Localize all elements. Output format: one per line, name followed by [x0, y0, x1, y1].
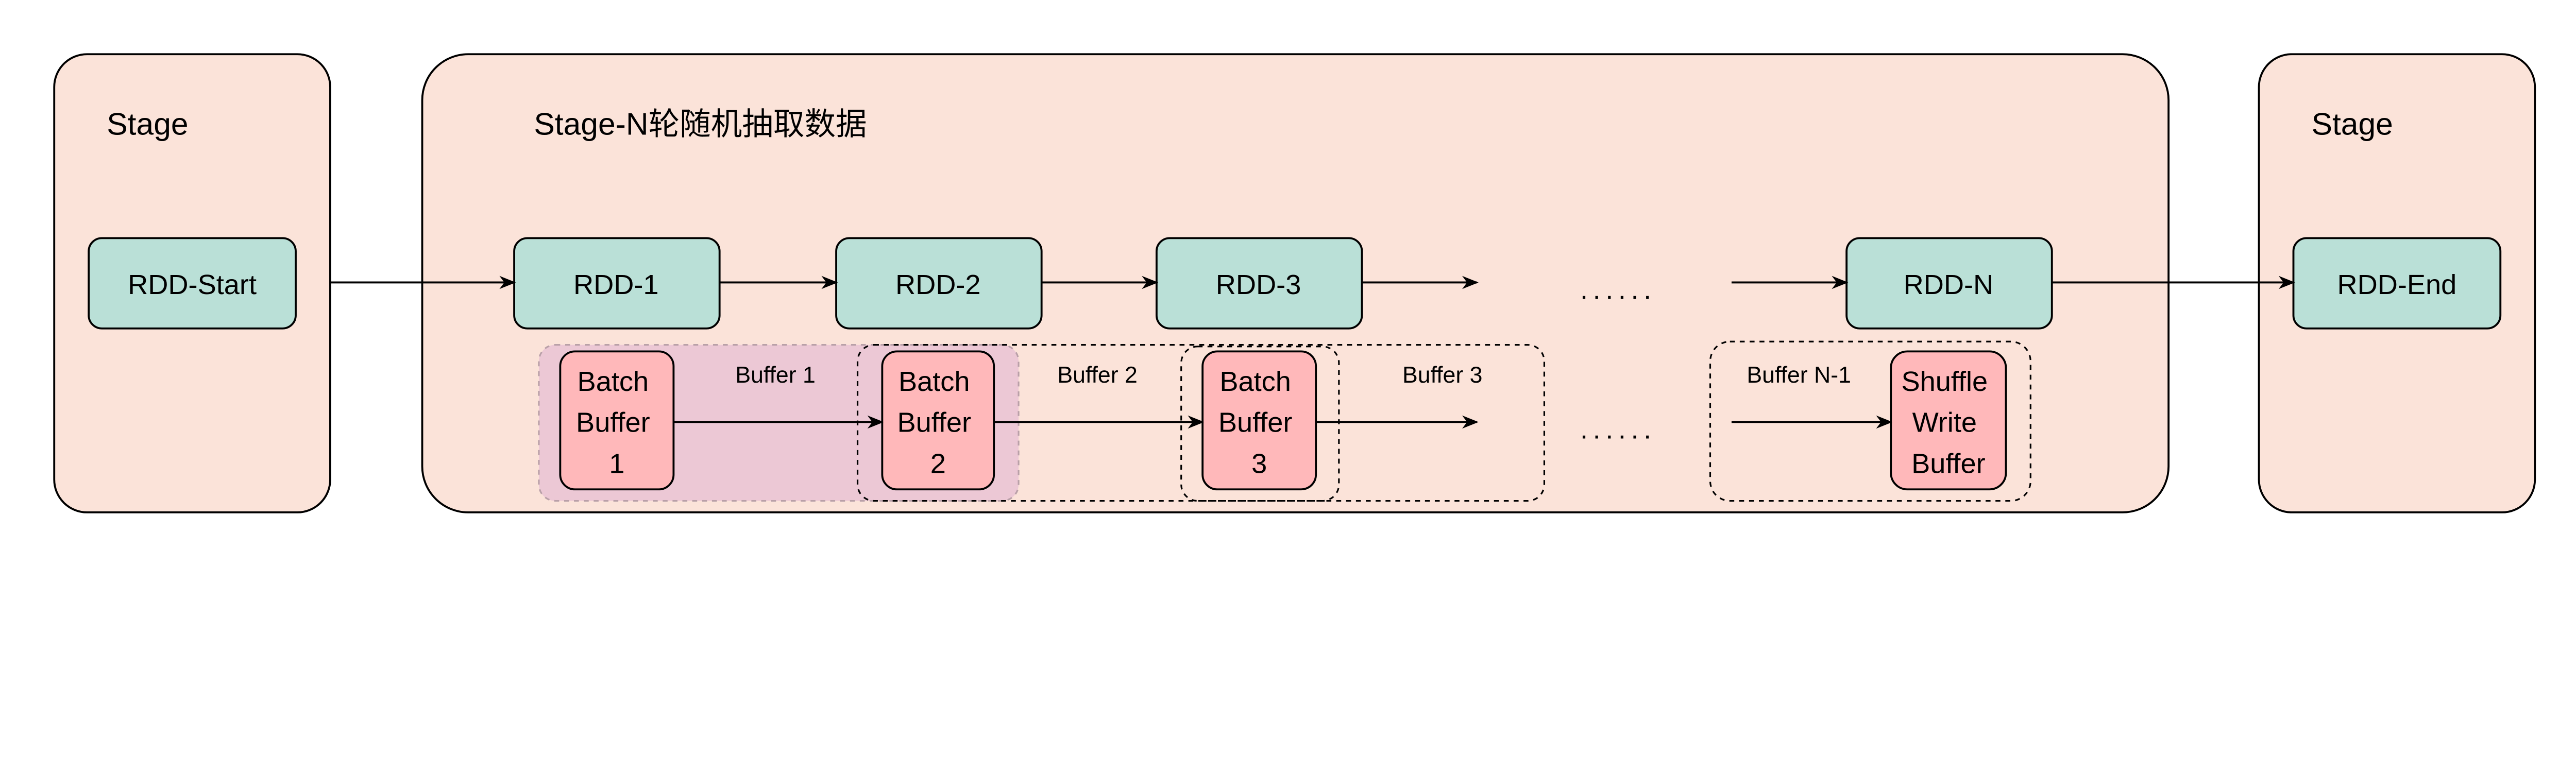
rdd-n-label: RDD-N [1904, 269, 1994, 300]
buffer-n1-label: Buffer N-1 [1747, 363, 1851, 388]
svg-text:Batch Buffer 2: Batch Buffer 2 [897, 366, 979, 479]
batch-2-line1: Batch [899, 366, 970, 397]
batch-buffer-3: Batch Buffer 3 [1201, 350, 1317, 491]
stage-left-label: Stage [107, 106, 188, 141]
batch-1-line1: Batch [578, 366, 649, 397]
bottom-ellipsis: ...... [1580, 414, 1656, 444]
batch-3-line3: 3 [1251, 448, 1267, 479]
batch-2-line3: 2 [930, 448, 946, 479]
buffer-1-label: Buffer 1 [735, 363, 815, 388]
stage-right-label: Stage [2312, 106, 2393, 141]
batch-1-line3: 1 [609, 448, 624, 479]
buffer-3-inner-region [1180, 346, 1340, 502]
buffer-n1-region [1709, 340, 2031, 502]
rdd-2-node: RDD-2 [835, 237, 1043, 330]
top-ellipsis: ...... [1580, 274, 1656, 305]
svg-text:Batch Buffer 3: Batch Buffer 3 [1218, 366, 1300, 479]
svg-text:Shuffle Write Buff: Shuffle Write Buffer [1901, 366, 1995, 479]
rdd-n-node: RDD-N [1845, 237, 2053, 330]
stage-middle-label: Stage-N轮随机抽取数据 [534, 106, 867, 141]
rdd-start-label: RDD-Start [128, 269, 257, 300]
batch-buffer-2: Batch Buffer 2 [881, 350, 995, 491]
batch-2-line2: Buffer [897, 407, 971, 438]
rdd-end-label: RDD-End [2337, 269, 2456, 300]
batch-buffer-1: Batch Buffer 1 [559, 350, 675, 491]
batch-1-line2: Buffer [576, 407, 650, 438]
shuffle-write-buffer: Shuffle Write Buffer [1890, 350, 2007, 491]
shuffle-line1: Shuffle [1901, 366, 1988, 397]
diagram: Stage Stage-N轮随机抽取数据 Stage Buffer 1 Buff… [53, 53, 2536, 513]
shuffle-line2: Write [1912, 407, 1977, 438]
rdd-3-label: RDD-3 [1216, 269, 1301, 300]
rdd-3-node: RDD-3 [1155, 237, 1363, 330]
rdd-1-label: RDD-1 [573, 269, 659, 300]
svg-text:Batch Buffer 1: Batch Buffer 1 [576, 366, 658, 479]
shuffle-line3: Buffer [1911, 448, 1986, 479]
batch-3-line2: Buffer [1218, 407, 1293, 438]
rdd-1-node: RDD-1 [513, 237, 721, 330]
rdd-end-node: RDD-End [2292, 237, 2502, 330]
rdd-2-label: RDD-2 [895, 269, 981, 300]
batch-3-line1: Batch [1219, 366, 1291, 397]
buffer-3-label: Buffer 3 [1402, 363, 1482, 388]
buffer-2-label: Buffer 2 [1057, 363, 1137, 388]
rdd-start-node: RDD-Start [88, 237, 297, 330]
